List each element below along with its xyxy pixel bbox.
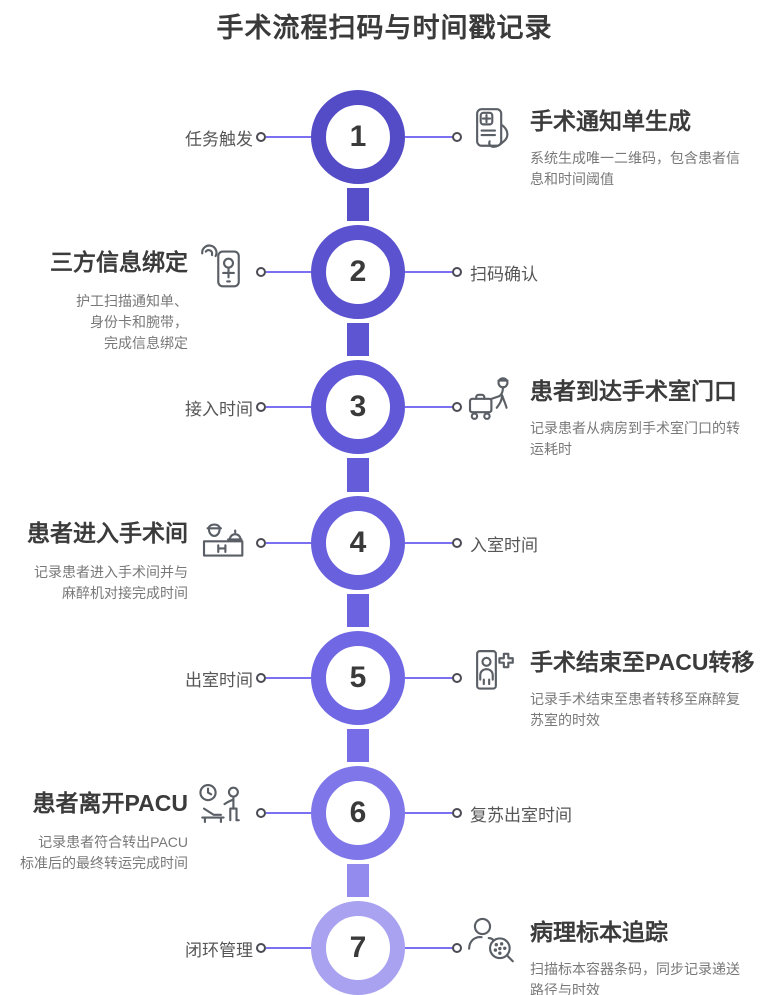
endpoint-dot	[256, 132, 266, 142]
step3-left-label: 接入时间	[185, 400, 253, 419]
card-title: 手术通知单生成	[530, 108, 691, 134]
step4-circle: 4	[311, 496, 405, 590]
endpoint-dot	[452, 673, 462, 683]
endpoint-dot	[256, 538, 266, 548]
connector-line	[405, 947, 453, 949]
connector-line	[266, 947, 311, 949]
endpoint-dot	[452, 538, 462, 548]
step2-card: 三方信息绑定 护工扫描通知单、 身份卡和腕带， 完成信息绑定	[0, 243, 188, 354]
step3-number: 3	[349, 390, 367, 423]
pacu-discharge-icon	[196, 781, 253, 838]
connector-line	[405, 406, 453, 408]
step1-left-label: 任务触发	[185, 130, 253, 149]
endpoint-dot	[256, 673, 266, 683]
connector-bar	[347, 864, 369, 897]
surgery-notice-icon	[462, 103, 519, 160]
patient-transport-icon	[462, 373, 519, 430]
step2-number: 2	[349, 255, 367, 288]
endpoint-dot	[256, 402, 266, 412]
step5-card: 手术结束至PACU转移 记录手术结束至患者转移至麻醉复 苏室的时效	[530, 643, 767, 731]
endpoint-dot	[452, 808, 462, 818]
card-desc: 护工扫描通知单、 身份卡和腕带， 完成信息绑定	[76, 293, 188, 351]
card-desc: 记录患者从病房到手术室门口的转 运耗时	[530, 420, 740, 457]
connector-line	[266, 136, 311, 138]
step7-circle: 7	[311, 901, 405, 995]
pacu-transfer-icon	[462, 644, 519, 701]
endpoint-dot	[452, 943, 462, 953]
step2-circle: 2	[311, 225, 405, 319]
step4-right-label: 入室时间	[470, 536, 538, 555]
step1-number: 1	[349, 120, 367, 153]
card-title: 三方信息绑定	[50, 249, 188, 275]
step1-card: 手术通知单生成 系统生成唯一二维码，包含患者信 息和时间阈值	[530, 102, 767, 190]
card-title: 患者到达手术室门口	[530, 378, 737, 404]
step6-number: 6	[349, 796, 367, 829]
connector-bar	[347, 594, 369, 627]
connector-line	[266, 677, 311, 679]
connector-line	[266, 406, 311, 408]
step5-number: 5	[349, 661, 367, 694]
endpoint-dot	[452, 402, 462, 412]
step7-left-label: 闭环管理	[185, 941, 253, 960]
endpoint-dot	[256, 808, 266, 818]
card-title: 病理标本追踪	[530, 919, 668, 945]
identity-binding-icon	[196, 240, 253, 297]
step7-number: 7	[349, 931, 367, 964]
operating-room-icon	[196, 511, 253, 568]
connector-bar	[347, 323, 369, 356]
connector-line	[405, 271, 453, 273]
step4-card: 患者进入手术间 记录患者进入手术间并与 麻醉机对接完成时间	[0, 514, 188, 604]
endpoint-dot	[256, 267, 266, 277]
card-desc: 记录手术结束至患者转移至麻醉复 苏室的时效	[530, 691, 740, 728]
step6-right-label: 复苏出室时间	[470, 806, 572, 825]
card-desc: 扫描标本容器条码，同步记录递送 路径与时效	[530, 961, 740, 995]
endpoint-dot	[452, 267, 462, 277]
step2-right-label: 扫码确认	[470, 265, 538, 284]
step6-circle: 6	[311, 766, 405, 860]
card-desc: 系统生成唯一二维码，包含患者信 息和时间阈值	[530, 150, 740, 187]
page-title: 手术流程扫码与时间戳记录	[216, 13, 553, 43]
step4-number: 4	[349, 526, 367, 559]
card-title: 患者进入手术间	[27, 520, 188, 546]
specimen-tracking-icon	[462, 914, 519, 971]
connector-bar	[347, 188, 369, 221]
step1-circle: 1	[311, 90, 405, 184]
step3-circle: 3	[311, 360, 405, 454]
step5-circle: 5	[311, 631, 405, 725]
connector-line	[405, 812, 453, 814]
step5-left-label: 出室时间	[185, 671, 253, 690]
connector-line	[266, 812, 311, 814]
connector-line	[405, 136, 453, 138]
card-desc: 记录患者进入手术间并与 麻醉机对接完成时间	[34, 564, 188, 601]
step7-card: 病理标本追踪 扫描标本容器条码，同步记录递送 路径与时效	[530, 913, 767, 995]
card-title: 手术结束至PACU转移	[530, 649, 755, 675]
step3-card: 患者到达手术室门口 记录患者从病房到手术室门口的转 运耗时	[530, 372, 767, 460]
connector-line	[405, 677, 453, 679]
card-title: 患者离开PACU	[32, 790, 188, 816]
connector-bar	[347, 729, 369, 762]
card-desc: 记录患者符合转出PACU 标准后的最终转运完成时间	[20, 834, 188, 871]
endpoint-dot	[452, 132, 462, 142]
connector-line	[266, 271, 311, 273]
step6-card: 患者离开PACU 记录患者符合转出PACU 标准后的最终转运完成时间	[0, 784, 188, 874]
connector-line	[405, 542, 453, 544]
endpoint-dot	[256, 943, 266, 953]
connector-bar	[347, 458, 369, 492]
connector-line	[266, 542, 311, 544]
